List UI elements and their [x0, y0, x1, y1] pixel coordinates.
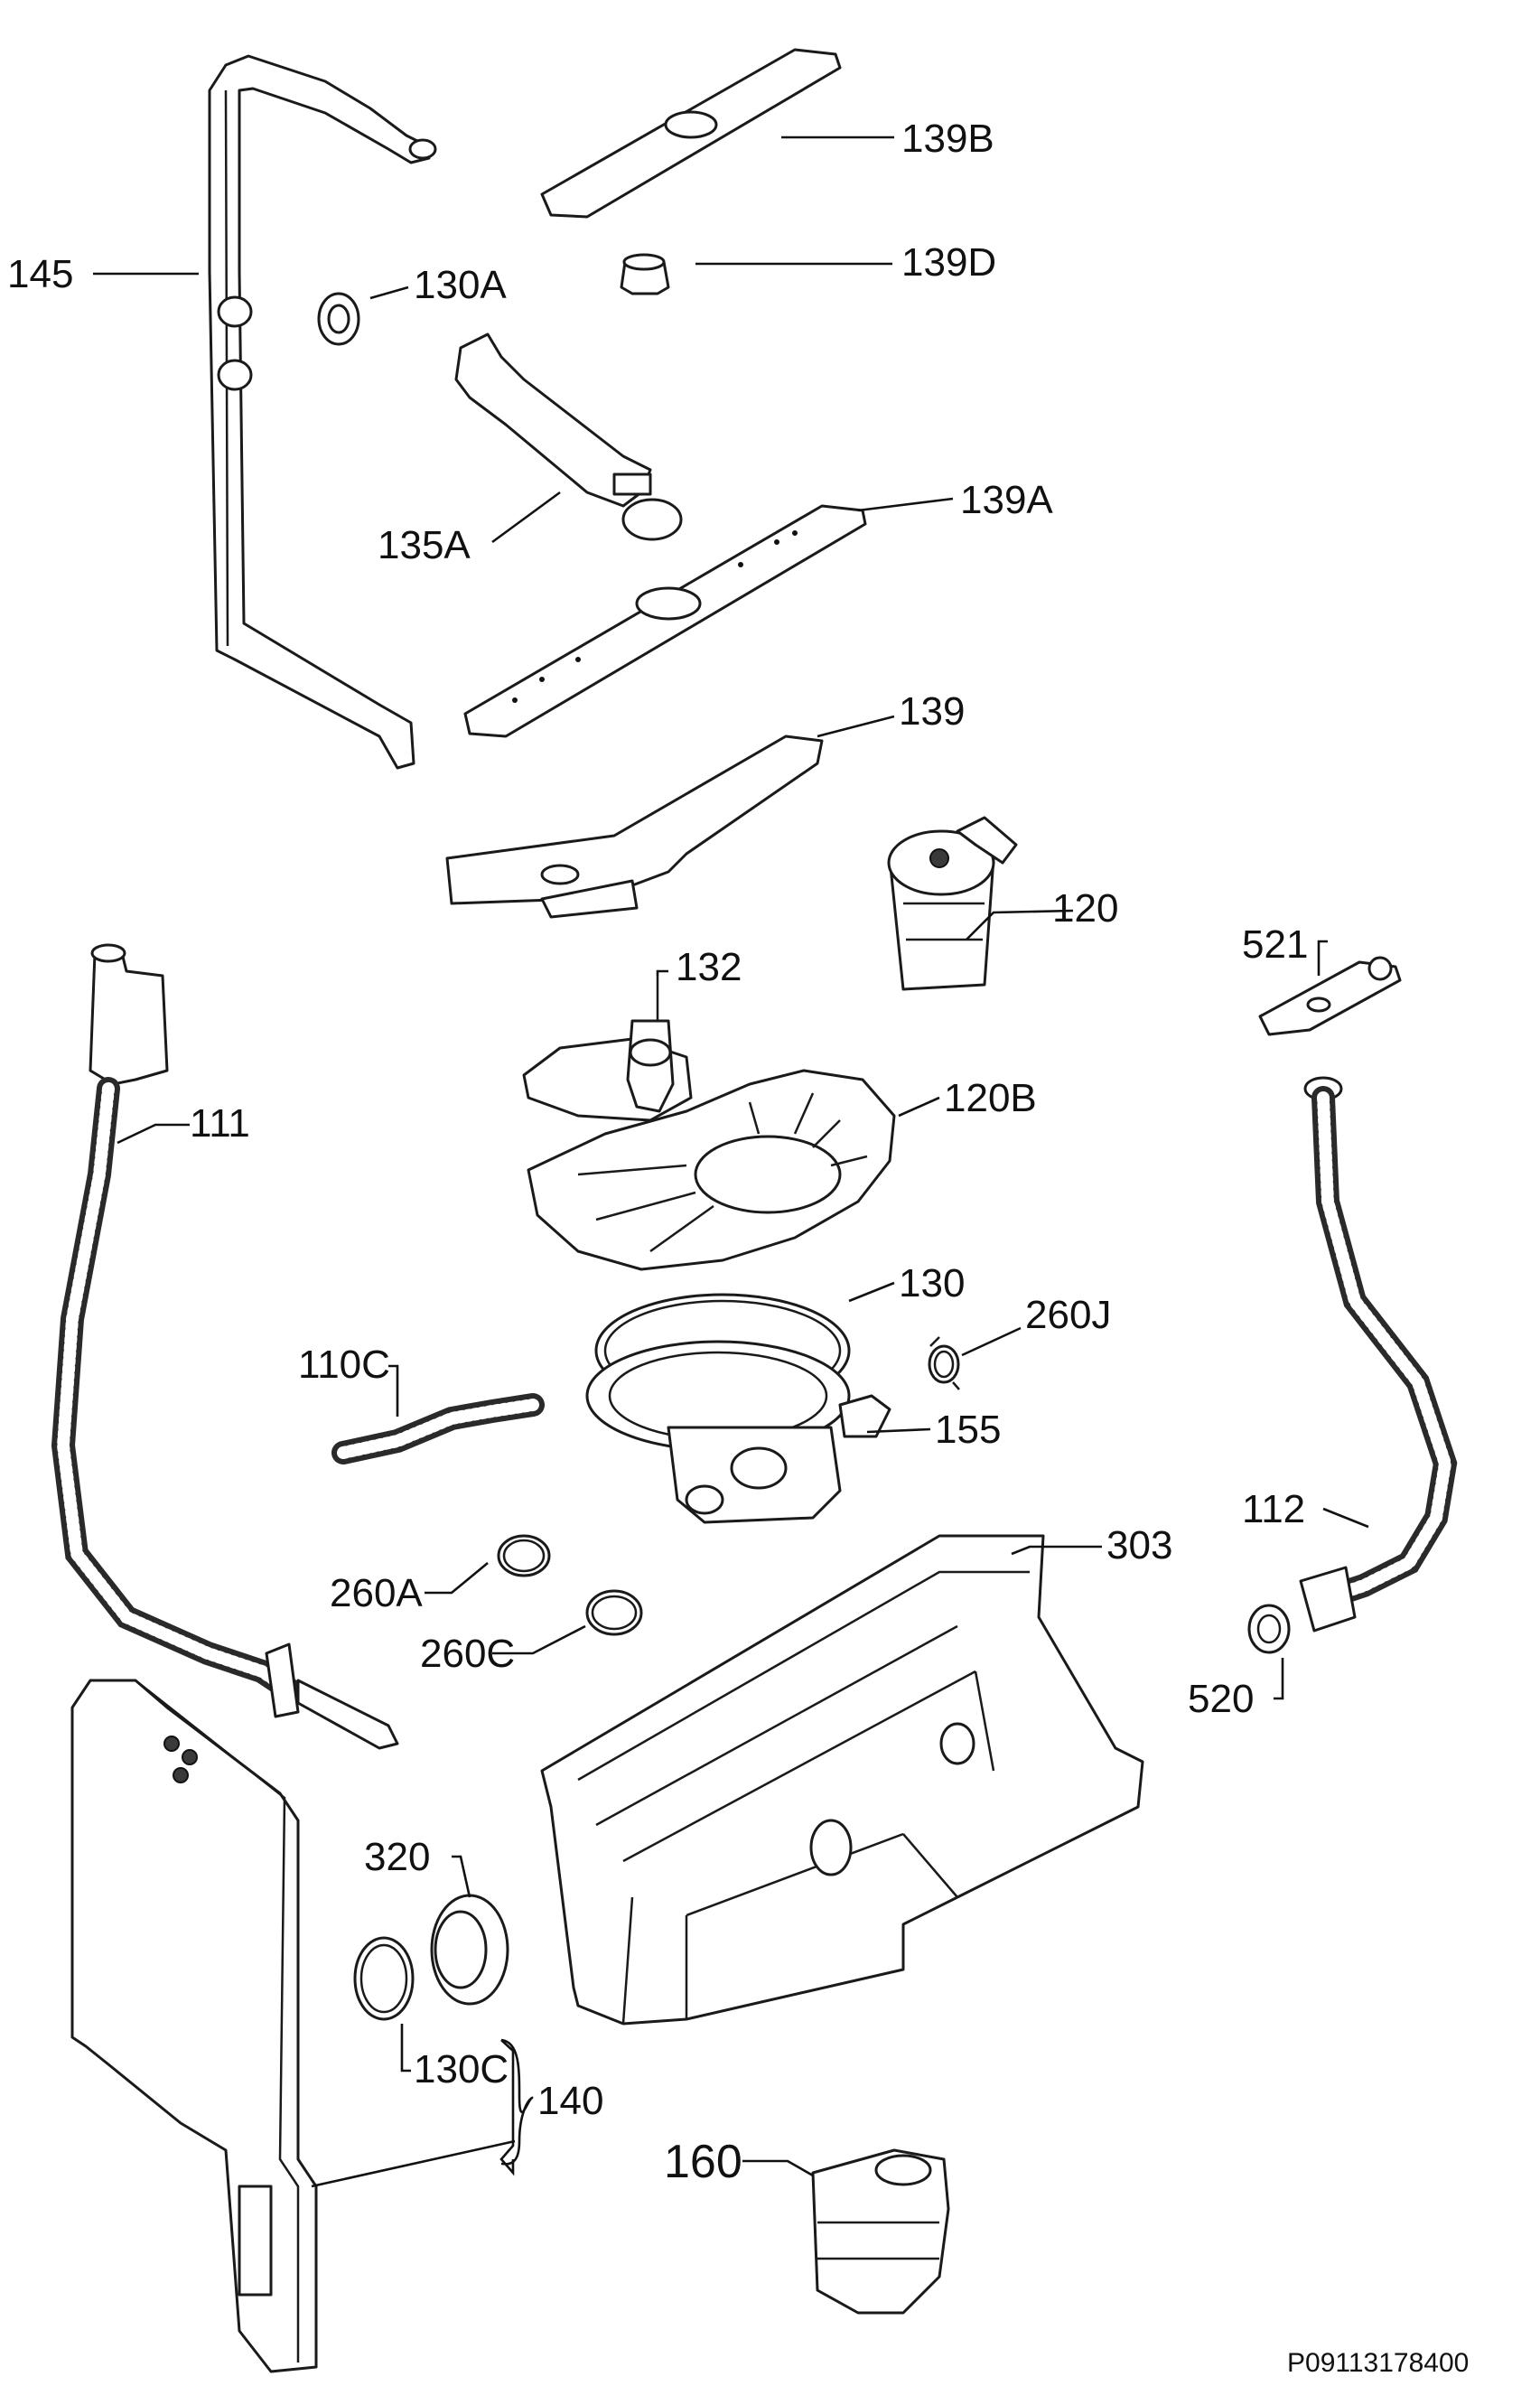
leader-lines — [93, 136, 1369, 2188]
label-130C: 130C — [414, 2047, 509, 2091]
part-520-clamp — [1247, 1604, 1291, 1654]
part-260A-clamp — [497, 1534, 551, 1577]
label-130A: 130A — [414, 263, 507, 307]
label-110C: 110C — [298, 1343, 390, 1387]
label-320: 320 — [364, 1835, 430, 1879]
part-140-panel — [70, 1679, 318, 2373]
part-521-plug — [1258, 956, 1402, 1036]
label-520: 520 — [1188, 1677, 1254, 1721]
label-139B: 139B — [901, 117, 994, 161]
label-160: 160 — [664, 2136, 742, 2188]
label-303: 303 — [1106, 1523, 1172, 1567]
part-145-supply-pipe — [208, 54, 437, 770]
part-120B-filter-plate — [527, 1069, 896, 1271]
part-111-inlet-hose — [51, 943, 399, 1750]
label-155: 155 — [935, 1408, 1001, 1452]
label-140: 140 — [537, 2079, 603, 2123]
label-111: 111 — [190, 1101, 250, 1146]
part-139D-nozzle — [620, 253, 670, 295]
part-112-drain-hose — [1299, 1076, 1458, 1633]
part-130C-o-ring — [353, 1936, 415, 2021]
label-145: 145 — [7, 252, 73, 296]
label-132: 132 — [676, 945, 742, 989]
part-260C-clamp — [585, 1589, 643, 1636]
label-135A: 135A — [378, 523, 471, 567]
part-139-lower-spray-arm — [445, 735, 824, 919]
part-132-valve — [522, 976, 693, 1122]
label-139: 139 — [899, 689, 965, 734]
drawing-code: P09113178400 — [1287, 2348, 1469, 2378]
label-139A: 139A — [960, 478, 1053, 522]
part-labels: 145 130A 139B 139D 135A 139A 139 120 521… — [7, 117, 1469, 2378]
part-155-sump — [585, 1340, 891, 1524]
part-135A-arm-holder — [454, 332, 683, 541]
label-112: 112 — [1242, 1487, 1305, 1531]
label-120: 120 — [1052, 886, 1118, 931]
part-139B-upper-spray-arm — [540, 48, 842, 219]
part-130A-seal — [317, 292, 360, 346]
part-139A-middle-spray-arm — [463, 504, 867, 738]
label-139D: 139D — [901, 240, 996, 285]
part-160-pump — [811, 2148, 950, 2315]
label-260C: 260C — [420, 1632, 515, 1676]
label-521: 521 — [1242, 922, 1308, 967]
part-120-filter — [887, 816, 1018, 991]
part-303-base-frame — [540, 1534, 1144, 2026]
label-120B: 120B — [944, 1076, 1037, 1120]
label-130: 130 — [899, 1261, 965, 1305]
label-260A: 260A — [330, 1571, 423, 1615]
part-110C-hose — [331, 1393, 545, 1464]
part-320-seal — [430, 1894, 509, 2006]
label-260J: 260J — [1025, 1293, 1111, 1337]
part-260J-clamp — [928, 1336, 960, 1390]
